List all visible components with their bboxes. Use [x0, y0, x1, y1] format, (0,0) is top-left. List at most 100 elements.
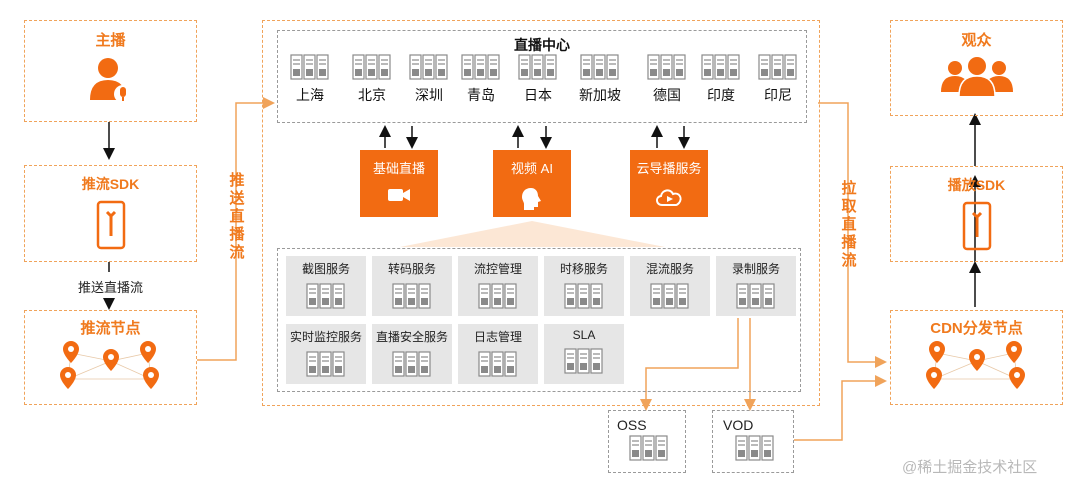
server-icon	[758, 54, 802, 85]
server-icon	[478, 351, 538, 382]
push-node-title: 推流节点	[80, 320, 141, 337]
ai-head-icon	[493, 187, 571, 214]
server-icon	[650, 283, 710, 314]
feature-box: 视频 AI	[493, 150, 571, 217]
push-label-text: 推送直播流	[227, 172, 245, 262]
city-label: 印尼	[764, 87, 792, 103]
service-label: 流控管理	[473, 262, 522, 276]
node-pins-icon	[60, 341, 159, 389]
server-icon	[647, 54, 691, 85]
oss-box: OSS	[608, 410, 686, 473]
service-label: 日志管理	[473, 330, 522, 344]
service-tile: 日志管理	[458, 324, 538, 384]
service-label: 混流服务	[645, 262, 694, 276]
city-node: 青岛	[457, 54, 505, 105]
feature-label: 视频 AI	[511, 161, 553, 176]
server-icon	[701, 54, 745, 85]
city-label: 上海	[296, 87, 324, 103]
city-node: 上海	[286, 54, 334, 105]
server-icon	[306, 351, 366, 382]
service-tile: 混流服务	[630, 256, 710, 316]
phone-tool-icon	[962, 201, 991, 251]
audience-box: 观众	[890, 20, 1063, 116]
service-label: SLA	[572, 328, 596, 342]
live-center-title: 直播中心	[514, 37, 570, 53]
live-center-box: 直播中心	[277, 30, 807, 123]
server-icon	[735, 435, 793, 466]
server-icon	[580, 54, 624, 85]
push-label-vertical: 推送直播流	[226, 172, 246, 267]
city-node: 深圳	[405, 54, 453, 105]
service-tile: 录制服务	[716, 256, 796, 316]
city-label: 日本	[524, 87, 552, 103]
city-label: 印度	[707, 87, 735, 103]
service-label: 时移服务	[559, 262, 608, 276]
feature-box: 基础直播	[360, 150, 438, 217]
cloud-play-icon	[630, 187, 708, 210]
vod-box: VOD	[712, 410, 794, 473]
city-node: 德国	[643, 54, 691, 105]
server-icon	[736, 283, 796, 314]
oss-label: OSS	[617, 417, 647, 433]
service-tile: 流控管理	[458, 256, 538, 316]
push-sdk-box: 推流SDK	[24, 165, 197, 262]
play-sdk-box: 播放SDK	[890, 166, 1063, 262]
watermark: @稀土掘金技术社区	[902, 459, 1038, 476]
phone-tool-icon	[96, 200, 125, 250]
audience-icon	[940, 57, 1013, 96]
server-icon	[352, 54, 396, 85]
service-label: 实时监控服务	[289, 330, 362, 344]
service-tile: 时移服务	[544, 256, 624, 316]
pull-label-vertical: 拉取直播流	[838, 180, 858, 275]
service-label: 转码服务	[387, 262, 436, 276]
city-label: 深圳	[415, 87, 443, 103]
services-box	[277, 248, 801, 392]
city-label: 新加坡	[579, 87, 621, 103]
server-icon	[629, 435, 685, 466]
service-tile: 实时监控服务	[286, 324, 366, 384]
service-label: 截图服务	[301, 262, 350, 276]
audience-title: 观众	[961, 32, 992, 49]
feature-label: 云导播服务	[636, 161, 702, 176]
service-tile: SLA	[544, 324, 624, 384]
city-label: 德国	[653, 87, 681, 103]
city-label: 青岛	[467, 87, 495, 103]
play-sdk-title: 播放SDK	[947, 177, 1006, 193]
server-icon	[478, 283, 538, 314]
cdn-node-box: CDN分发节点	[890, 310, 1063, 405]
server-icon	[409, 54, 453, 85]
camera-icon	[360, 187, 438, 206]
feature-box: 云导播服务	[630, 150, 708, 217]
service-tile: 截图服务	[286, 256, 366, 316]
service-label: 录制服务	[731, 262, 780, 276]
pull-label-text: 拉取直播流	[839, 180, 857, 270]
server-icon	[290, 54, 334, 85]
city-node: 北京	[348, 54, 396, 105]
node-pins-icon	[926, 341, 1025, 389]
city-node: 印度	[697, 54, 745, 105]
city-node: 新加坡	[576, 54, 624, 105]
anchor-box: 主播	[24, 20, 197, 122]
city-label: 北京	[358, 87, 386, 103]
city-node: 印尼	[754, 54, 802, 105]
server-icon	[564, 348, 624, 379]
service-tile: 直播安全服务	[372, 324, 452, 384]
server-icon	[564, 283, 624, 314]
push-node-box: 推流节点	[24, 310, 197, 405]
anchor-title: 主播	[95, 32, 126, 49]
broadcaster-icon	[89, 58, 132, 103]
city-node: 日本	[514, 54, 562, 105]
cdn-node-title: CDN分发节点	[930, 320, 1023, 337]
push-sdk-title: 推流SDK	[81, 176, 140, 192]
push-stream-label: 推送直播流	[77, 280, 143, 295]
live-center-outer	[262, 20, 820, 406]
server-icon	[461, 54, 505, 85]
server-icon	[392, 283, 452, 314]
service-label: 直播安全服务	[375, 330, 448, 344]
service-tile: 转码服务	[372, 256, 452, 316]
server-icon	[306, 283, 366, 314]
feature-label: 基础直播	[372, 161, 425, 176]
server-icon	[392, 351, 452, 382]
vod-label: VOD	[723, 417, 754, 433]
server-icon	[518, 54, 562, 85]
